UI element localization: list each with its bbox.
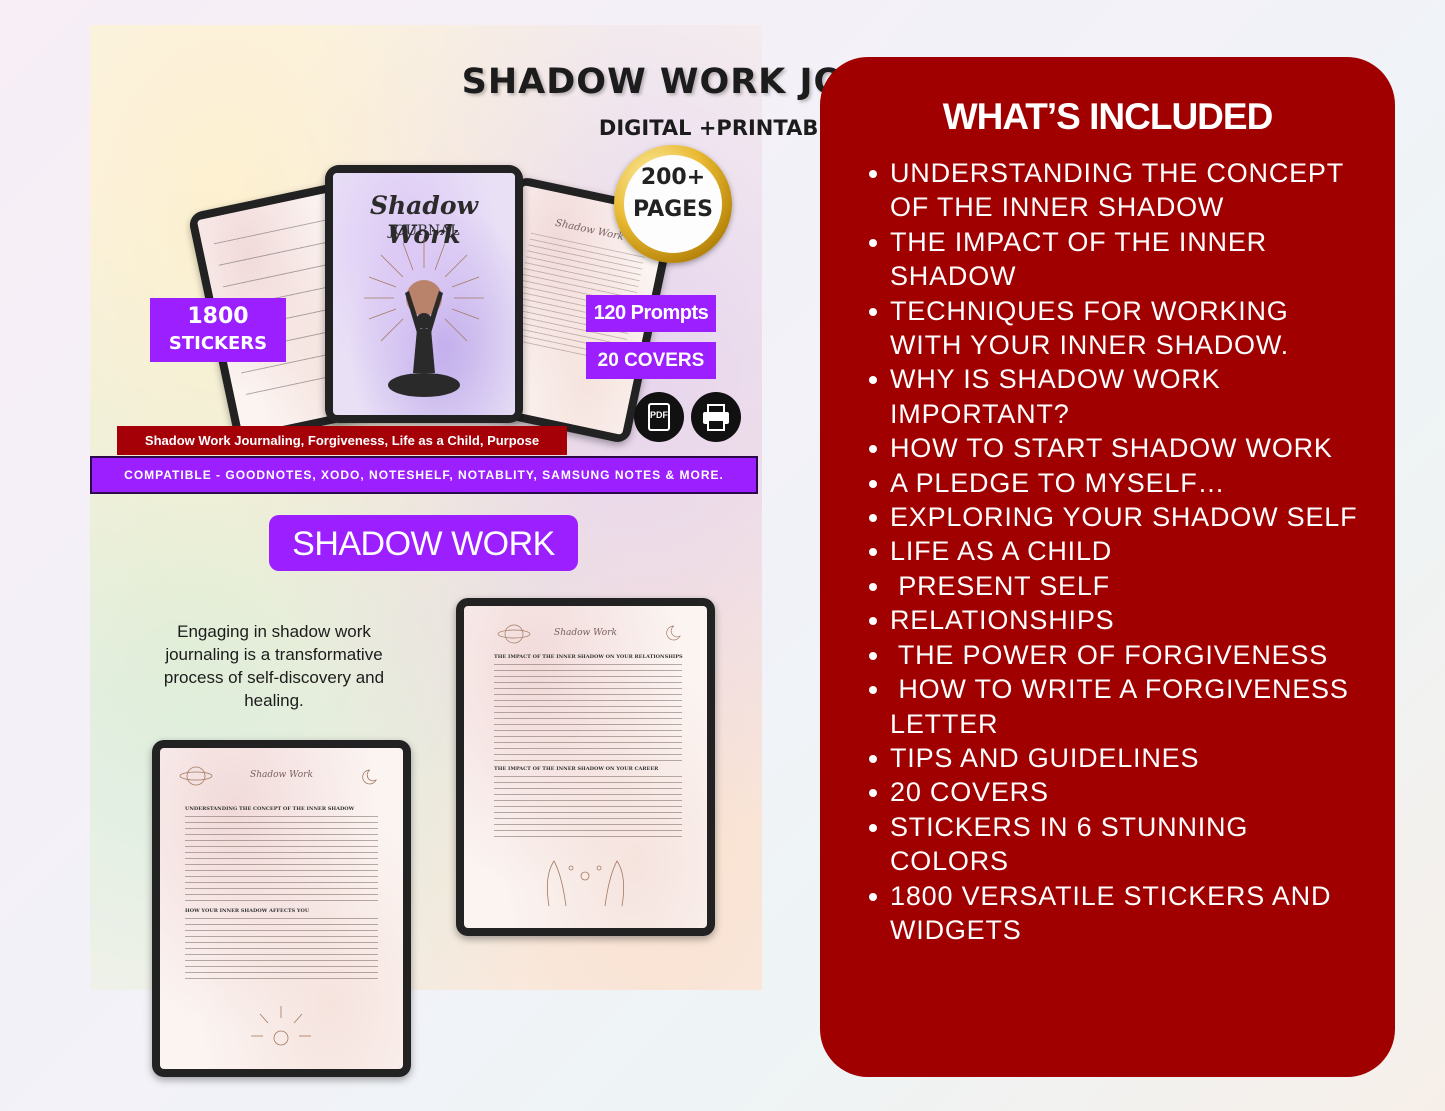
prompts-badge: 120 Prompts: [586, 295, 716, 332]
page-body-text-2: [494, 776, 682, 842]
cover-screen: Shadow Work JOURNAL: [333, 173, 515, 415]
page-subtitle: DIGITAL +PRINTABLE: [598, 116, 847, 140]
printer-icon: [691, 392, 741, 442]
list-item: TIPS AND GUIDELINES: [865, 741, 1365, 775]
list-item: 1800 VERSATILE STICKERS AND WIDGETS: [865, 879, 1365, 948]
list-item: 20 COVERS: [865, 775, 1365, 809]
sun-rays-icon: [364, 238, 484, 358]
list-item: WHY IS SHADOW WORK IMPORTANT?: [865, 362, 1365, 431]
list-item: EXPLORING YOUR SHADOW SELF: [865, 500, 1365, 534]
shadow-work-label: SHADOW WORK: [269, 515, 578, 571]
list-item: A PLEDGE TO MYSELF…: [865, 466, 1365, 500]
badge-count: 200+: [640, 165, 706, 190]
meditation-figure-icon: [388, 291, 460, 397]
included-list: UNDERSTANDING THE CONCEPT OF THE INNER S…: [865, 156, 1365, 947]
pdf-doc-glyph: [648, 403, 670, 431]
list-item: THE IMPACT OF THE INNER SHADOW: [865, 225, 1365, 294]
description-text: Engaging in shadow work journaling is a …: [163, 622, 385, 710]
badge-label: PAGES: [632, 197, 714, 222]
list-item: PRESENT SELF: [865, 569, 1365, 603]
stickers-count: 1800: [187, 304, 249, 329]
tablet-cover: Shadow Work JOURNAL: [325, 165, 523, 423]
tablet-page-right: Shadow Work THE IMPACT OF THE INNER SHAD…: [456, 598, 715, 936]
tablet-page-left: Shadow Work UNDERSTANDING THE CONCEPT OF…: [152, 740, 411, 1077]
pdf-icon: PDF: [634, 392, 684, 442]
hands-moon-icon: [497, 624, 681, 907]
page-heading: THE IMPACT OF THE INNER SHADOW ON YOUR R…: [494, 654, 683, 660]
compatibility-strip: COMPATIBLE - GOODNOTES, XODO, NOTESHELF,…: [90, 456, 758, 494]
page-heading-2: THE IMPACT OF THE INNER SHADOW ON YOUR C…: [494, 766, 659, 772]
cover-subtitle: JOURNAL: [388, 223, 460, 239]
page-screen-relationships: Shadow Work THE IMPACT OF THE INNER SHAD…: [464, 606, 707, 928]
sun-hands-icon: [179, 766, 377, 1046]
page-screen-concept: Shadow Work UNDERSTANDING THE CONCEPT OF…: [160, 748, 403, 1069]
page-body-text: [185, 816, 378, 904]
list-item: UNDERSTANDING THE CONCEPT OF THE INNER S…: [865, 156, 1365, 225]
list-item: HOW TO WRITE A FORGIVENESS LETTER: [865, 672, 1365, 741]
page-body-text: [494, 664, 682, 762]
list-item: THE POWER OF FORGIVENESS: [865, 638, 1365, 672]
page-heading: UNDERSTANDING THE CONCEPT OF THE INNER S…: [185, 806, 355, 812]
page-script-title: Shadow Work: [554, 628, 617, 638]
cover-title: Shadow Work: [369, 191, 479, 249]
covers-badge: 20 COVERS: [586, 342, 716, 379]
list-item: LIFE AS A CHILD: [865, 534, 1365, 568]
page-heading-2: HOW YOUR INNER SHADOW AFFECTS YOU: [185, 908, 310, 914]
badge-inner: [624, 155, 722, 253]
printer-glyph-icon: [703, 404, 729, 431]
stickers-badge: 1800 STICKERS: [150, 298, 286, 362]
pages-badge: 200+ PAGES: [614, 145, 732, 263]
page-body-text-2: [185, 918, 378, 984]
list-item: HOW TO START SHADOW WORK: [865, 431, 1365, 465]
page-script-title: Shadow Work: [250, 770, 313, 780]
list-item: STICKERS IN 6 STUNNING COLORS: [865, 810, 1365, 879]
topics-strip: Shadow Work Journaling, Forgiveness, Lif…: [117, 426, 567, 455]
whats-included-panel: [820, 57, 1395, 1077]
stickers-label: STICKERS: [168, 333, 268, 354]
list-item: TECHNIQUES FOR WORKING WITH YOUR INNER S…: [865, 294, 1365, 363]
list-item: RELATIONSHIPS: [865, 603, 1365, 637]
pdf-label: PDF: [650, 410, 668, 420]
whats-included-title: WHAT’S INCLUDED: [942, 96, 1274, 137]
